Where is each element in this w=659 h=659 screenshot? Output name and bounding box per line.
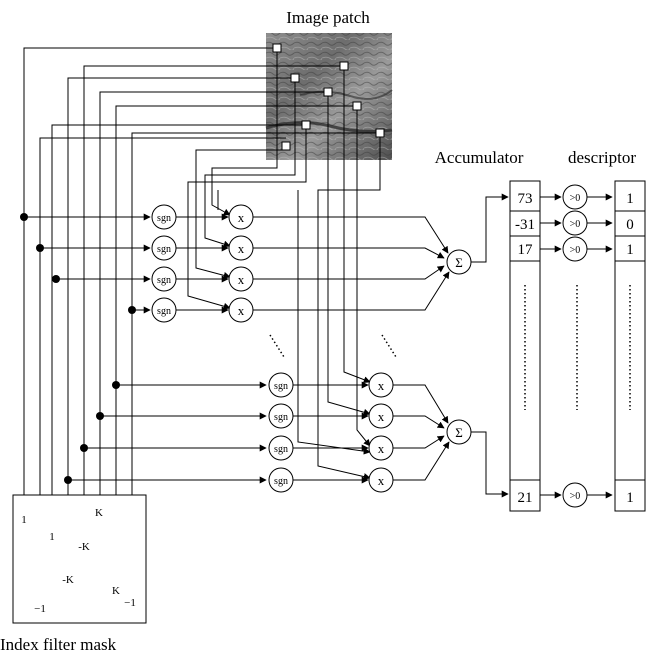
- descriptor-column: 1 0 1 1: [615, 181, 645, 511]
- accumulator-cell: 17: [518, 242, 534, 258]
- accumulator-label: Accumulator: [435, 148, 524, 167]
- descriptor-cell: 1: [626, 242, 634, 258]
- mask-label: 1: [49, 531, 55, 543]
- upper-sgn-nodes: sgn sgn sgn sgn: [152, 205, 176, 322]
- threshold-label: >0: [570, 245, 581, 256]
- descriptor-label: descriptor: [568, 148, 636, 167]
- sgn-label: sgn: [157, 306, 171, 317]
- upper-sum-node: Σ: [447, 197, 508, 274]
- multiply-label: x: [378, 441, 385, 456]
- mask-label: −1: [124, 597, 136, 609]
- accumulator-cell: 73: [518, 191, 533, 207]
- multiply-label: x: [238, 241, 245, 256]
- accumulator-column: 73 -31 17 21: [510, 181, 540, 511]
- upper-mult-nodes: x x x x: [229, 205, 253, 322]
- mask-label: K: [95, 507, 103, 519]
- multiply-label: x: [378, 409, 385, 424]
- lower-mult-to-sum-wires: [393, 385, 449, 480]
- multiply-label: x: [378, 378, 385, 393]
- upper-sgn-to-mult-wires: [176, 217, 228, 310]
- sgn-label: sgn: [274, 476, 288, 487]
- lower-sum-node: Σ: [447, 420, 508, 494]
- sgn-label: sgn: [274, 444, 288, 455]
- descriptor-cell: 1: [626, 191, 634, 207]
- mask-label: -K: [62, 574, 74, 586]
- sgn-label: sgn: [157, 244, 171, 255]
- sum-label: Σ: [455, 255, 463, 270]
- threshold-label: >0: [570, 219, 581, 230]
- image-patch-label: Image patch: [286, 8, 370, 27]
- accumulator-cell: -31: [515, 217, 535, 233]
- ellipsis-dots: [270, 335, 396, 357]
- threshold-label: >0: [570, 193, 581, 204]
- multiply-label: x: [238, 272, 245, 287]
- index-filter-mask-label: Index filter mask: [0, 635, 117, 654]
- junction-dots: [20, 213, 136, 484]
- mask-label: −1: [34, 603, 46, 615]
- multiply-label: x: [378, 473, 385, 488]
- lower-mult-nodes: x x x x: [369, 373, 393, 492]
- descriptor-cell: 1: [626, 490, 634, 506]
- sgn-label: sgn: [157, 275, 171, 286]
- upper-mult-to-sum-wires: [253, 217, 449, 310]
- multiply-label: x: [238, 303, 245, 318]
- threshold-label: >0: [570, 491, 581, 502]
- multiply-label: x: [238, 210, 245, 225]
- mask-label: K: [112, 585, 120, 597]
- descriptor-cell: 0: [626, 217, 634, 233]
- sgn-label: sgn: [157, 213, 171, 224]
- mask-label: 1: [21, 514, 27, 526]
- threshold-nodes: >0 >0 >0 >0: [540, 185, 612, 507]
- sum-label: Σ: [455, 425, 463, 440]
- lower-sgn-nodes: sgn sgn sgn sgn: [269, 373, 293, 492]
- sgn-label: sgn: [274, 381, 288, 392]
- sgn-label: sgn: [274, 412, 288, 423]
- mask-label: -K: [78, 541, 90, 553]
- accumulator-cell: 21: [518, 490, 533, 506]
